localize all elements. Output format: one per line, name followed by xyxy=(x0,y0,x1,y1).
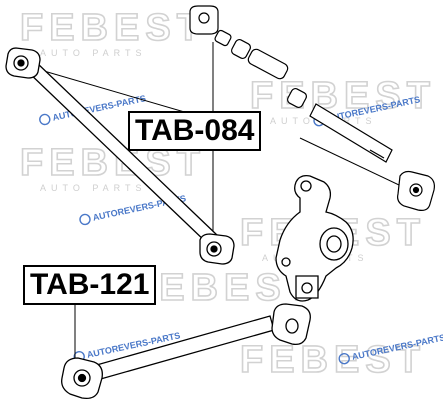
watermark-tagline: AUTO PARTS xyxy=(40,183,147,193)
knuckle-body xyxy=(275,174,354,302)
url-logo-icon xyxy=(79,213,91,226)
bolt-thread xyxy=(369,149,385,159)
lateral-link-upper xyxy=(5,47,235,265)
watermark-tagline: AUTO PARTS xyxy=(40,48,147,58)
washer xyxy=(214,29,232,47)
bushing-hole xyxy=(412,186,420,194)
url-logo-icon xyxy=(39,113,51,126)
bushing-eye xyxy=(198,12,210,24)
lateral-link-lower xyxy=(61,303,311,400)
part-number-label-tab-121: TAB-121 xyxy=(23,265,157,305)
watermark-brand: FEBEST xyxy=(20,7,206,49)
knuckle xyxy=(275,174,354,302)
washer xyxy=(286,87,308,109)
bushing-hole xyxy=(17,59,25,67)
hub-bore-inner xyxy=(326,235,342,253)
exploded-bushing-set xyxy=(189,5,435,211)
watermark-layer: FEBEST FEBEST FEBEST FEBEST FEBEST FEBES… xyxy=(19,6,443,382)
bushing-eye xyxy=(285,318,299,334)
knuckle-eye xyxy=(300,180,312,192)
bushing-hole xyxy=(77,373,87,383)
watermark-brand: FEBEST xyxy=(240,339,426,381)
knuckle-eye xyxy=(281,257,291,267)
leader-line xyxy=(19,63,206,119)
knuckle-eye xyxy=(301,282,313,294)
part-number-label-tab-084: TAB-084 xyxy=(128,111,262,151)
url-logo-icon xyxy=(338,352,350,365)
watermark-brand: FEBEST xyxy=(130,267,316,309)
watermark-brand: FEBEST xyxy=(250,75,436,117)
bushing-sleeve xyxy=(247,48,289,80)
bushing-hole xyxy=(210,245,218,253)
threaded-bolt xyxy=(309,103,393,163)
washer xyxy=(230,38,252,60)
